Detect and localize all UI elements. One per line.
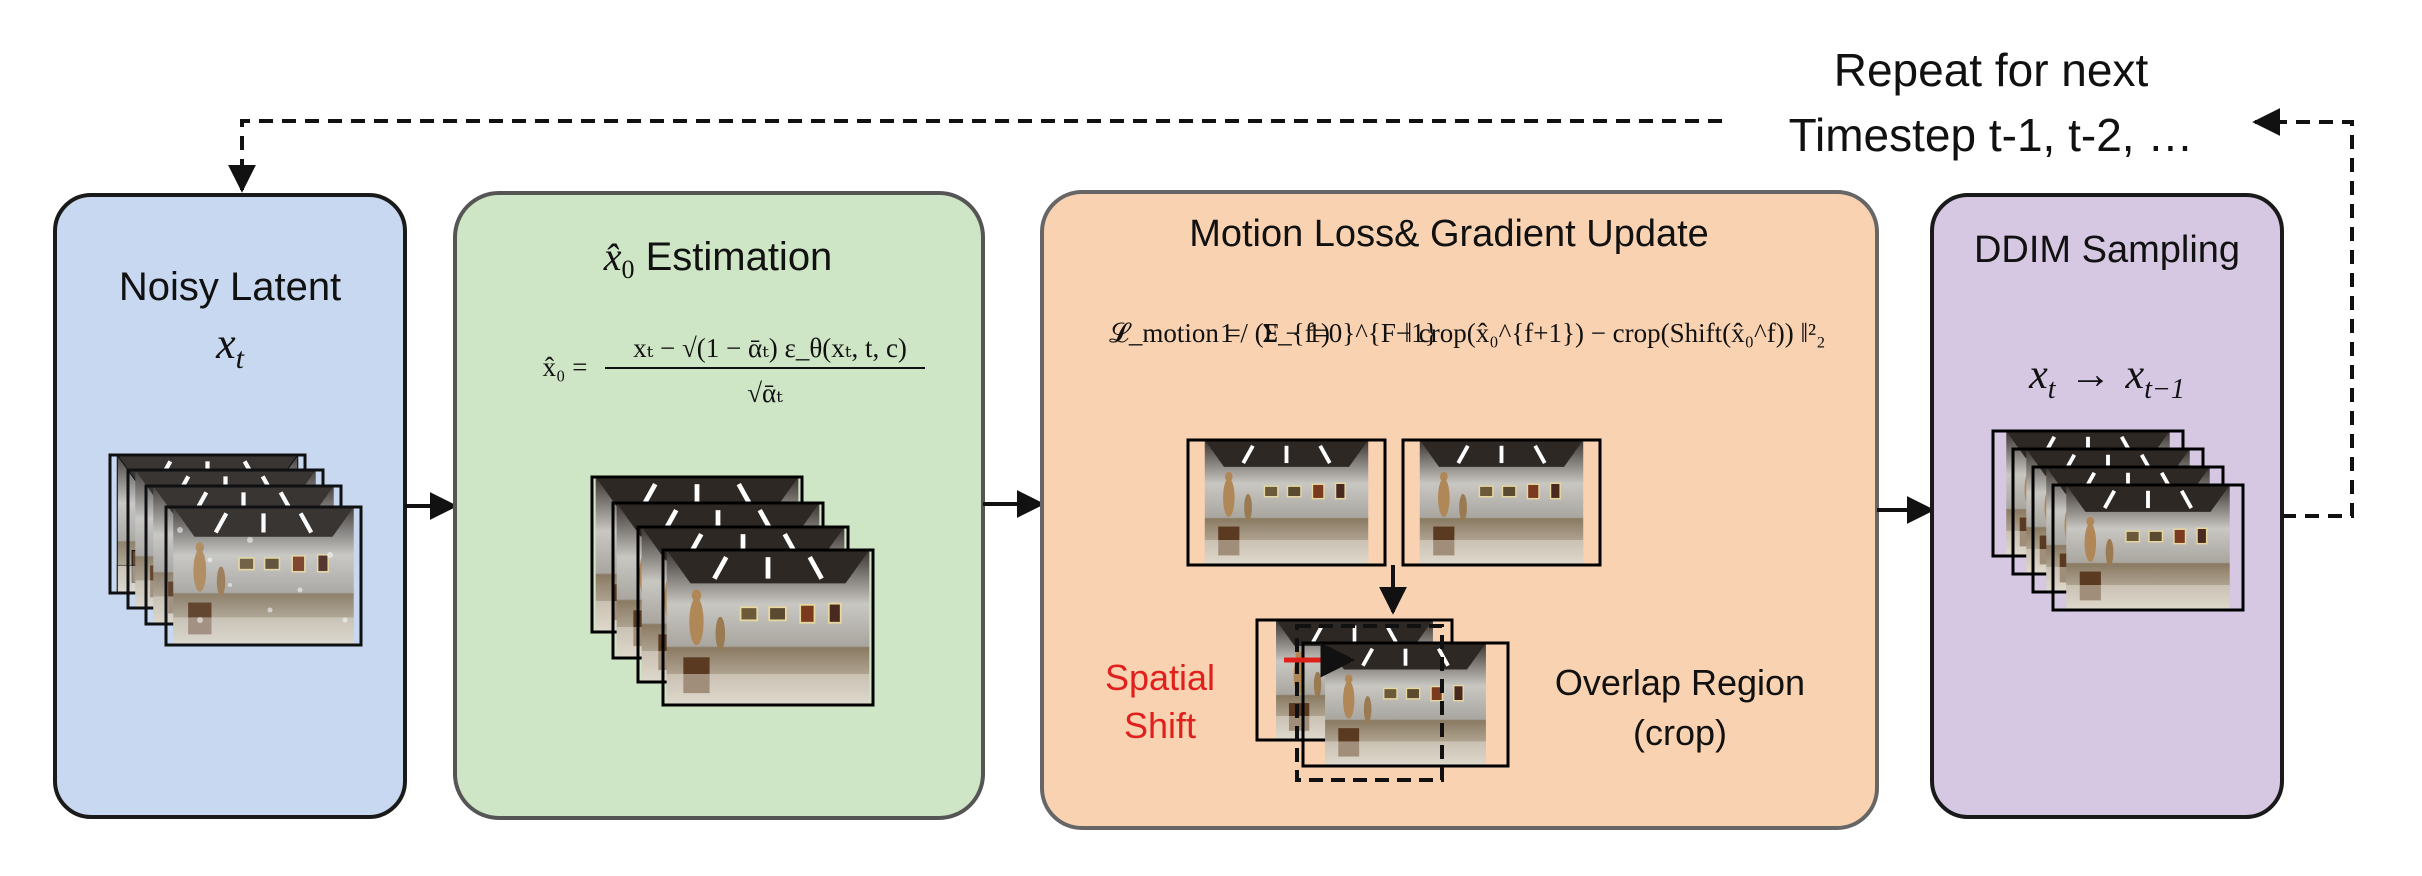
sampled-frame-stack (1991, 429, 2245, 612)
estimation-formula-num: xₜ − √(1 − ᾱₜ) ε_θ(xₜ, t, c) (633, 333, 907, 363)
stage-motion-loss: Motion Loss& Gradient Update 𝓛_motion = … (1040, 190, 1879, 830)
estimation-formula-lhs: x̂₀ = (543, 352, 588, 382)
stage-ddim-sampling: DDIM Sampling xt→xt−1 (1930, 193, 2284, 819)
frame-pair (1186, 438, 1602, 567)
estimation-formula: x̂₀ = xₜ − √(1 − ᾱₜ) ε_θ(xₜ, t, c) √ᾱₜ (543, 333, 925, 408)
noisy-latent-title: Noisy Latent (119, 265, 341, 309)
feedback-loop: Repeat for next Timestep t-1, t-2, … (228, 44, 2354, 518)
ddim-title: DDIM Sampling (1974, 229, 2240, 271)
overlap-composite (1255, 618, 1510, 782)
motion-formula-frac: 1 / (F − 1) (1220, 318, 1330, 348)
estimation-formula-den: √ᾱₜ (747, 378, 783, 408)
loop-right-arrow (2252, 108, 2354, 518)
motion-formula-sum: Σ_{f=0}^{F−1} (1262, 318, 1437, 348)
frame-f-plus-1 (1401, 438, 1602, 567)
motion-loss-formula: 𝓛_motion = 1 / (F − 1) Σ_{f=0}^{F−1} ‖ c… (1109, 318, 1825, 348)
overlap-label-2: (crop) (1633, 712, 1727, 753)
stage-noisy-latent: Noisy Latent xt (53, 193, 407, 819)
repeat-label-line2: Timestep t-1, t-2, … (1789, 109, 2194, 161)
frame-f (1186, 438, 1387, 567)
repeat-label-line1: Repeat for next (1834, 44, 2149, 96)
noisy-frame-stack (108, 453, 363, 647)
overlap-label-1: Overlap Region (1555, 662, 1805, 703)
motion-formula-body: ‖ crop(x̂₀^{f+1}) − crop(Shift(x̂₀^f)) ‖… (1404, 318, 1825, 348)
loop-left-arrow (228, 119, 1722, 193)
ddim-transition: xt→xt−1 (2028, 352, 2185, 405)
estimation-title: x̂0 Estimation (603, 234, 833, 284)
spatial-shift-label-2: Shift (1124, 705, 1196, 746)
spatial-shift-label-1: Spatial (1105, 657, 1215, 698)
overlap-crop-box (1295, 624, 1444, 782)
motion-loss-title: Motion Loss& Gradient Update (1189, 213, 1709, 255)
motion-formula-lhs: 𝓛_motion = (1109, 318, 1241, 348)
noisy-latent-var: xt (215, 319, 245, 375)
stage-x0-estimation: x̂0 Estimation x̂₀ = xₜ − √(1 − ᾱₜ) ε_θ(… (453, 191, 985, 820)
estimated-frame-stack (590, 475, 875, 707)
